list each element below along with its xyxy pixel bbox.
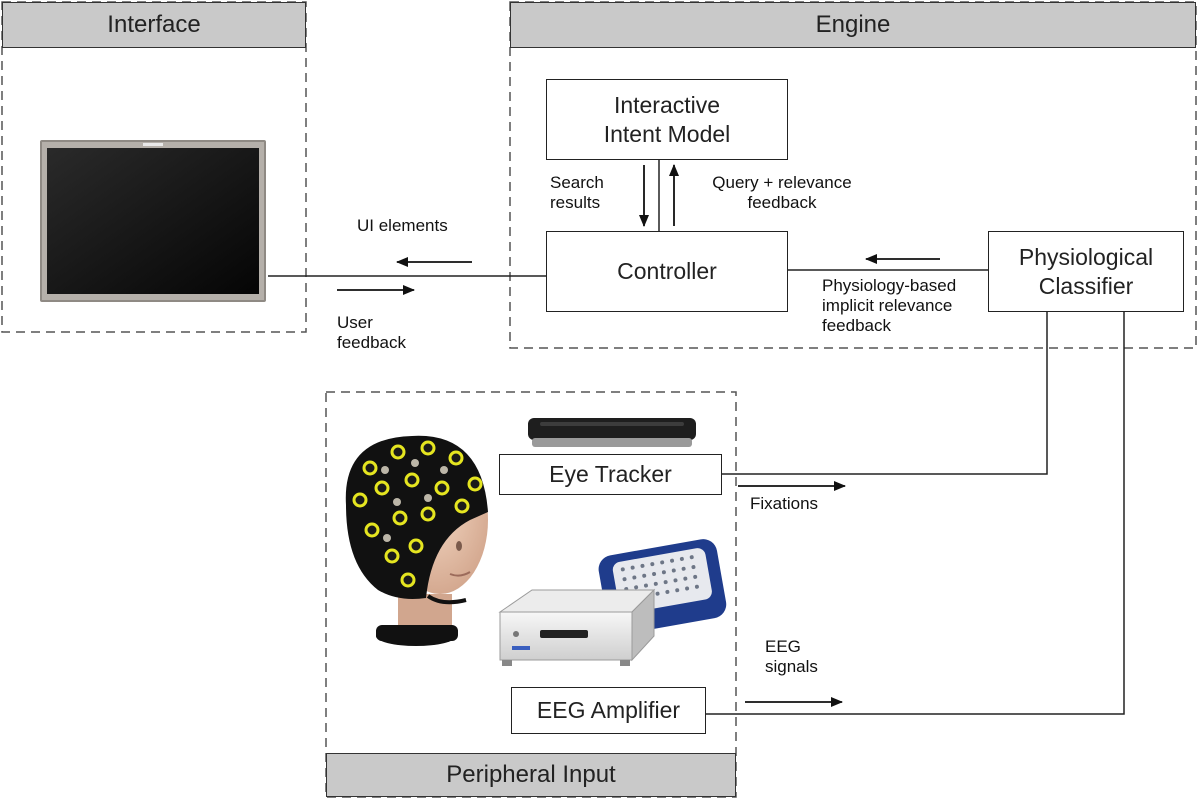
physiological-classifier-box: Physiological Classifier <box>988 231 1184 312</box>
eeg-amplifier-box: EEG Amplifier <box>511 687 706 734</box>
eye-tracker-device-image <box>528 418 696 447</box>
query-feedback-line2: feedback <box>747 193 817 213</box>
eye-tracker-to-classifier-line <box>722 312 1048 475</box>
intent-model-label-line2: Intent Model <box>603 120 731 147</box>
engine-group-border <box>509 1 1197 349</box>
eeg-signals-label: EEG signals <box>765 637 818 677</box>
classifier-label-line1: Physiological <box>1018 243 1154 270</box>
peripheral-group-border <box>325 391 737 798</box>
query-feedback-line1: Query + relevance <box>712 173 852 192</box>
user-feedback-label: User feedback <box>337 313 406 353</box>
eeg-signals-line2: signals <box>765 657 818 677</box>
physiology-feedback-line1: Physiology-based <box>822 276 957 295</box>
search-results-line2: results <box>550 193 601 213</box>
user-feedback-line1: User <box>337 313 373 332</box>
physiology-feedback-line3: feedback <box>822 316 891 336</box>
eeg-cap-head-image <box>345 435 488 646</box>
eeg-amplifier-device-image <box>498 539 727 666</box>
monitor-image <box>40 140 266 302</box>
controller-box: Controller <box>546 231 788 312</box>
intent-model-label-line1: Interactive <box>613 91 721 118</box>
interactive-intent-model-box: Interactive Intent Model <box>546 79 788 160</box>
eye-tracker-box: Eye Tracker <box>499 454 722 495</box>
classifier-label-line2: Classifier <box>1038 272 1134 299</box>
fixations-label: Fixations <box>750 494 819 513</box>
ui-elements-label: UI elements <box>357 216 448 235</box>
query-feedback-label: Query + relevance feedback <box>696 173 868 213</box>
interface-header: Interface <box>2 2 306 48</box>
search-results-line1: Search <box>550 173 604 192</box>
search-results-label: Search results <box>550 173 604 213</box>
physiology-feedback-line2: implicit relevance <box>822 296 953 316</box>
peripheral-input-header: Peripheral Input <box>326 753 736 797</box>
user-feedback-line2: feedback <box>337 333 406 353</box>
eeg-amplifier-to-classifier-line <box>706 312 1125 715</box>
physiology-feedback-label: Physiology-based implicit relevance feed… <box>822 276 956 336</box>
engine-header: Engine <box>510 2 1196 48</box>
eeg-signals-line1: EEG <box>765 637 801 656</box>
